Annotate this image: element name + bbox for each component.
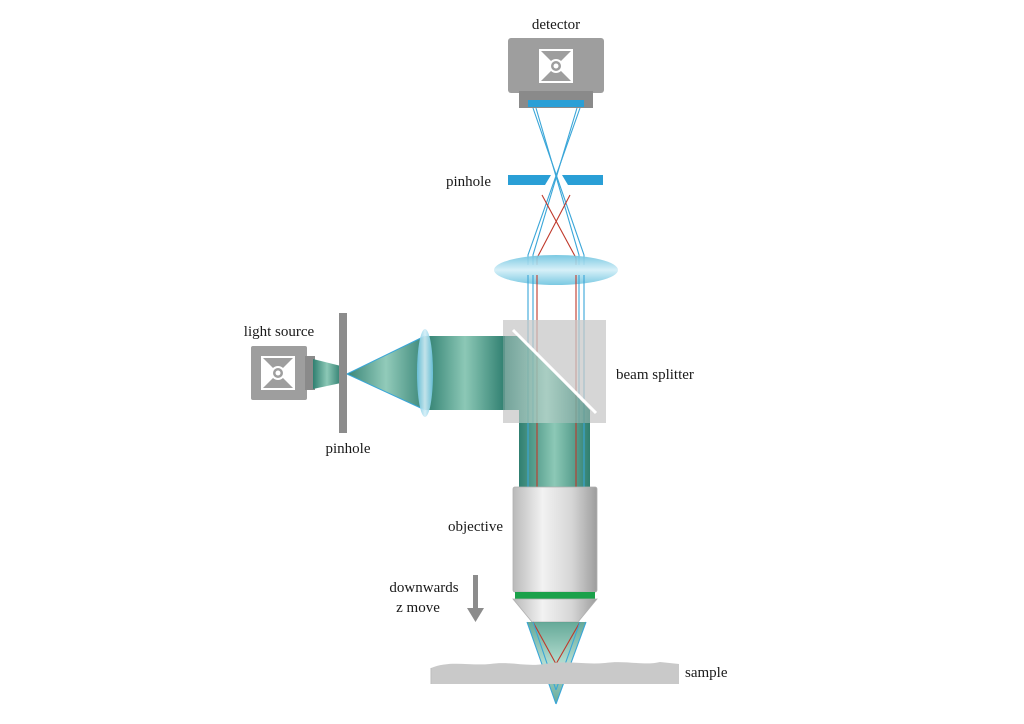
objective-body	[512, 486, 598, 593]
collimator-lens	[417, 329, 433, 417]
beam-splitter-reflected-beam	[503, 336, 590, 423]
objective-label: objective	[448, 519, 503, 535]
illumination-collimated	[425, 336, 505, 410]
light-source	[251, 346, 315, 400]
pinhole-top-right-blade	[562, 175, 603, 185]
detection-rays	[527, 107, 585, 265]
objective-tip	[512, 598, 598, 623]
illum-edge-top	[346, 335, 426, 375]
pinhole-left-label: pinhole	[326, 441, 371, 457]
sample-surface	[431, 662, 679, 684]
pinhole-top	[508, 175, 603, 185]
illumination-cone	[347, 336, 425, 410]
detector-icon	[539, 49, 573, 83]
objective-band	[515, 592, 595, 599]
tube-lens	[494, 255, 618, 285]
z-move-label-line2: z move	[396, 600, 440, 616]
beam-splitter-label: beam splitter	[616, 367, 694, 383]
objective-beam	[519, 423, 590, 490]
detector-label: detector	[532, 17, 580, 33]
z-move-label-line1: downwards	[389, 580, 458, 596]
pinhole-left	[339, 313, 347, 433]
detector	[508, 38, 604, 108]
beam-splitter-diagonal	[511, 328, 598, 415]
light-source-icon	[261, 356, 295, 390]
light-source-nozzle	[305, 356, 315, 390]
down-arrow-icon	[467, 575, 484, 622]
objective	[512, 486, 598, 623]
beam-splitter	[503, 320, 606, 423]
pinhole-top-label: pinhole	[446, 174, 491, 190]
illum-edge-bottom	[346, 373, 426, 411]
detector-sensor	[528, 100, 584, 107]
source-beam	[313, 359, 341, 389]
sample-label: sample	[685, 665, 728, 681]
pinhole-top-left-blade	[508, 175, 551, 185]
light-source-label: light source	[244, 324, 315, 340]
vertical-rays-lower	[527, 423, 585, 490]
